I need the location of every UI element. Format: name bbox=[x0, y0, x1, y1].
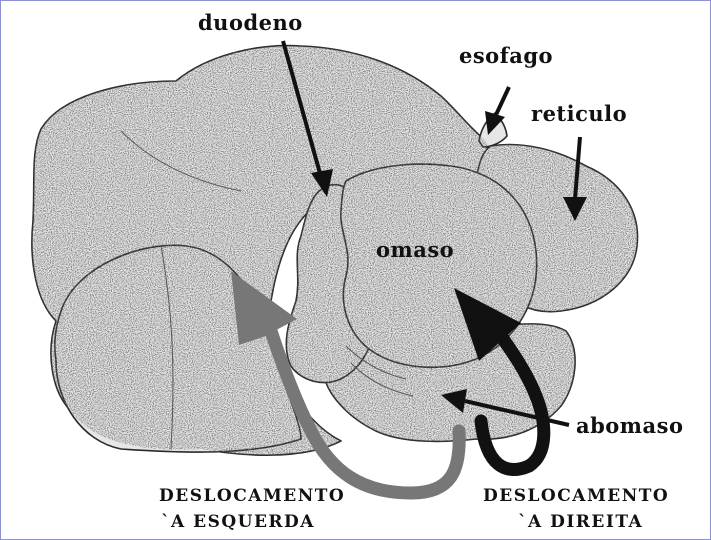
caption-right-line1: DESLOCAMENTO bbox=[483, 486, 669, 506]
caption-left-line2: `A ESQUERDA bbox=[161, 512, 315, 532]
label-reticulo: reticulo bbox=[531, 101, 627, 126]
label-omaso: omaso bbox=[376, 237, 454, 262]
label-duodeno: duodeno bbox=[198, 10, 303, 35]
caption-right-line2: `A DIREITA bbox=[518, 512, 643, 532]
label-esofago: esofago bbox=[459, 43, 553, 68]
caption-left-line1: DESLOCAMENTO bbox=[159, 486, 345, 506]
label-abomaso: abomaso bbox=[576, 413, 683, 438]
